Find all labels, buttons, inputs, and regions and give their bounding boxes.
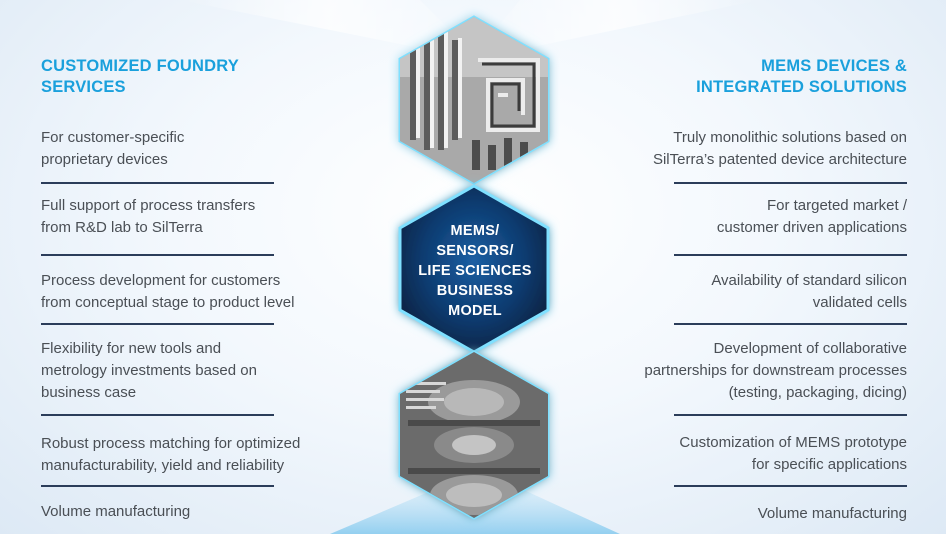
left-divider: [41, 414, 274, 416]
center-label-line: LIFE SCIENCES: [418, 263, 532, 279]
right-heading-line2: INTEGRATED SOLUTIONS: [696, 78, 907, 96]
left-divider: [41, 485, 274, 487]
right-item-6: Volume manufacturing: [757, 505, 907, 522]
left-heading-line2: SERVICES: [41, 78, 126, 96]
hexagon-stack: [398, 15, 550, 520]
left-heading-line1: CUSTOMIZED FOUNDRY: [41, 57, 239, 75]
right-item-2: For targeted market /customer driven app…: [716, 197, 907, 236]
center-label-line: BUSINESS: [436, 283, 514, 299]
left-divider: [41, 182, 274, 184]
right-divider: [674, 182, 907, 184]
right-divider: [674, 254, 907, 256]
left-divider: [41, 323, 274, 325]
sem-microstructure-image-top: [398, 15, 550, 185]
left-divider: [41, 254, 274, 256]
left-heading: CUSTOMIZED FOUNDRY SERVICES: [41, 56, 239, 98]
center-label-line: MODEL: [448, 303, 502, 319]
right-divider: [674, 323, 907, 325]
right-heading: MEMS DEVICES & INTEGRATED SOLUTIONS: [696, 56, 907, 98]
business-model-label: MEMS/ SENSORS/ LIFE SCIENCES BUSINESS MO…: [400, 221, 550, 321]
left-item-6: Volume manufacturing: [41, 503, 191, 520]
center-label-line: SENSORS/: [436, 243, 514, 259]
center-label-line: MEMS/: [450, 223, 500, 239]
right-divider: [674, 485, 907, 487]
sem-device-image-bottom: [398, 350, 550, 520]
right-heading-line1: MEMS DEVICES &: [761, 57, 907, 75]
right-divider: [674, 414, 907, 416]
